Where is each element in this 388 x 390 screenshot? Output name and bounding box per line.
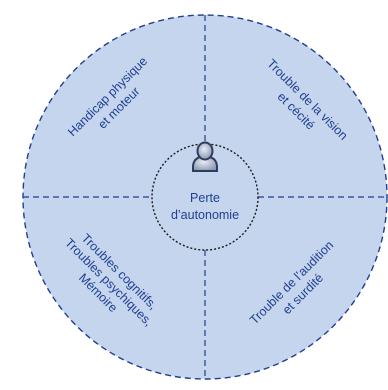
person-icon xyxy=(192,141,218,172)
center-label-line2: d’autonomie xyxy=(171,208,239,222)
center-label-line1: Perte xyxy=(190,191,220,205)
